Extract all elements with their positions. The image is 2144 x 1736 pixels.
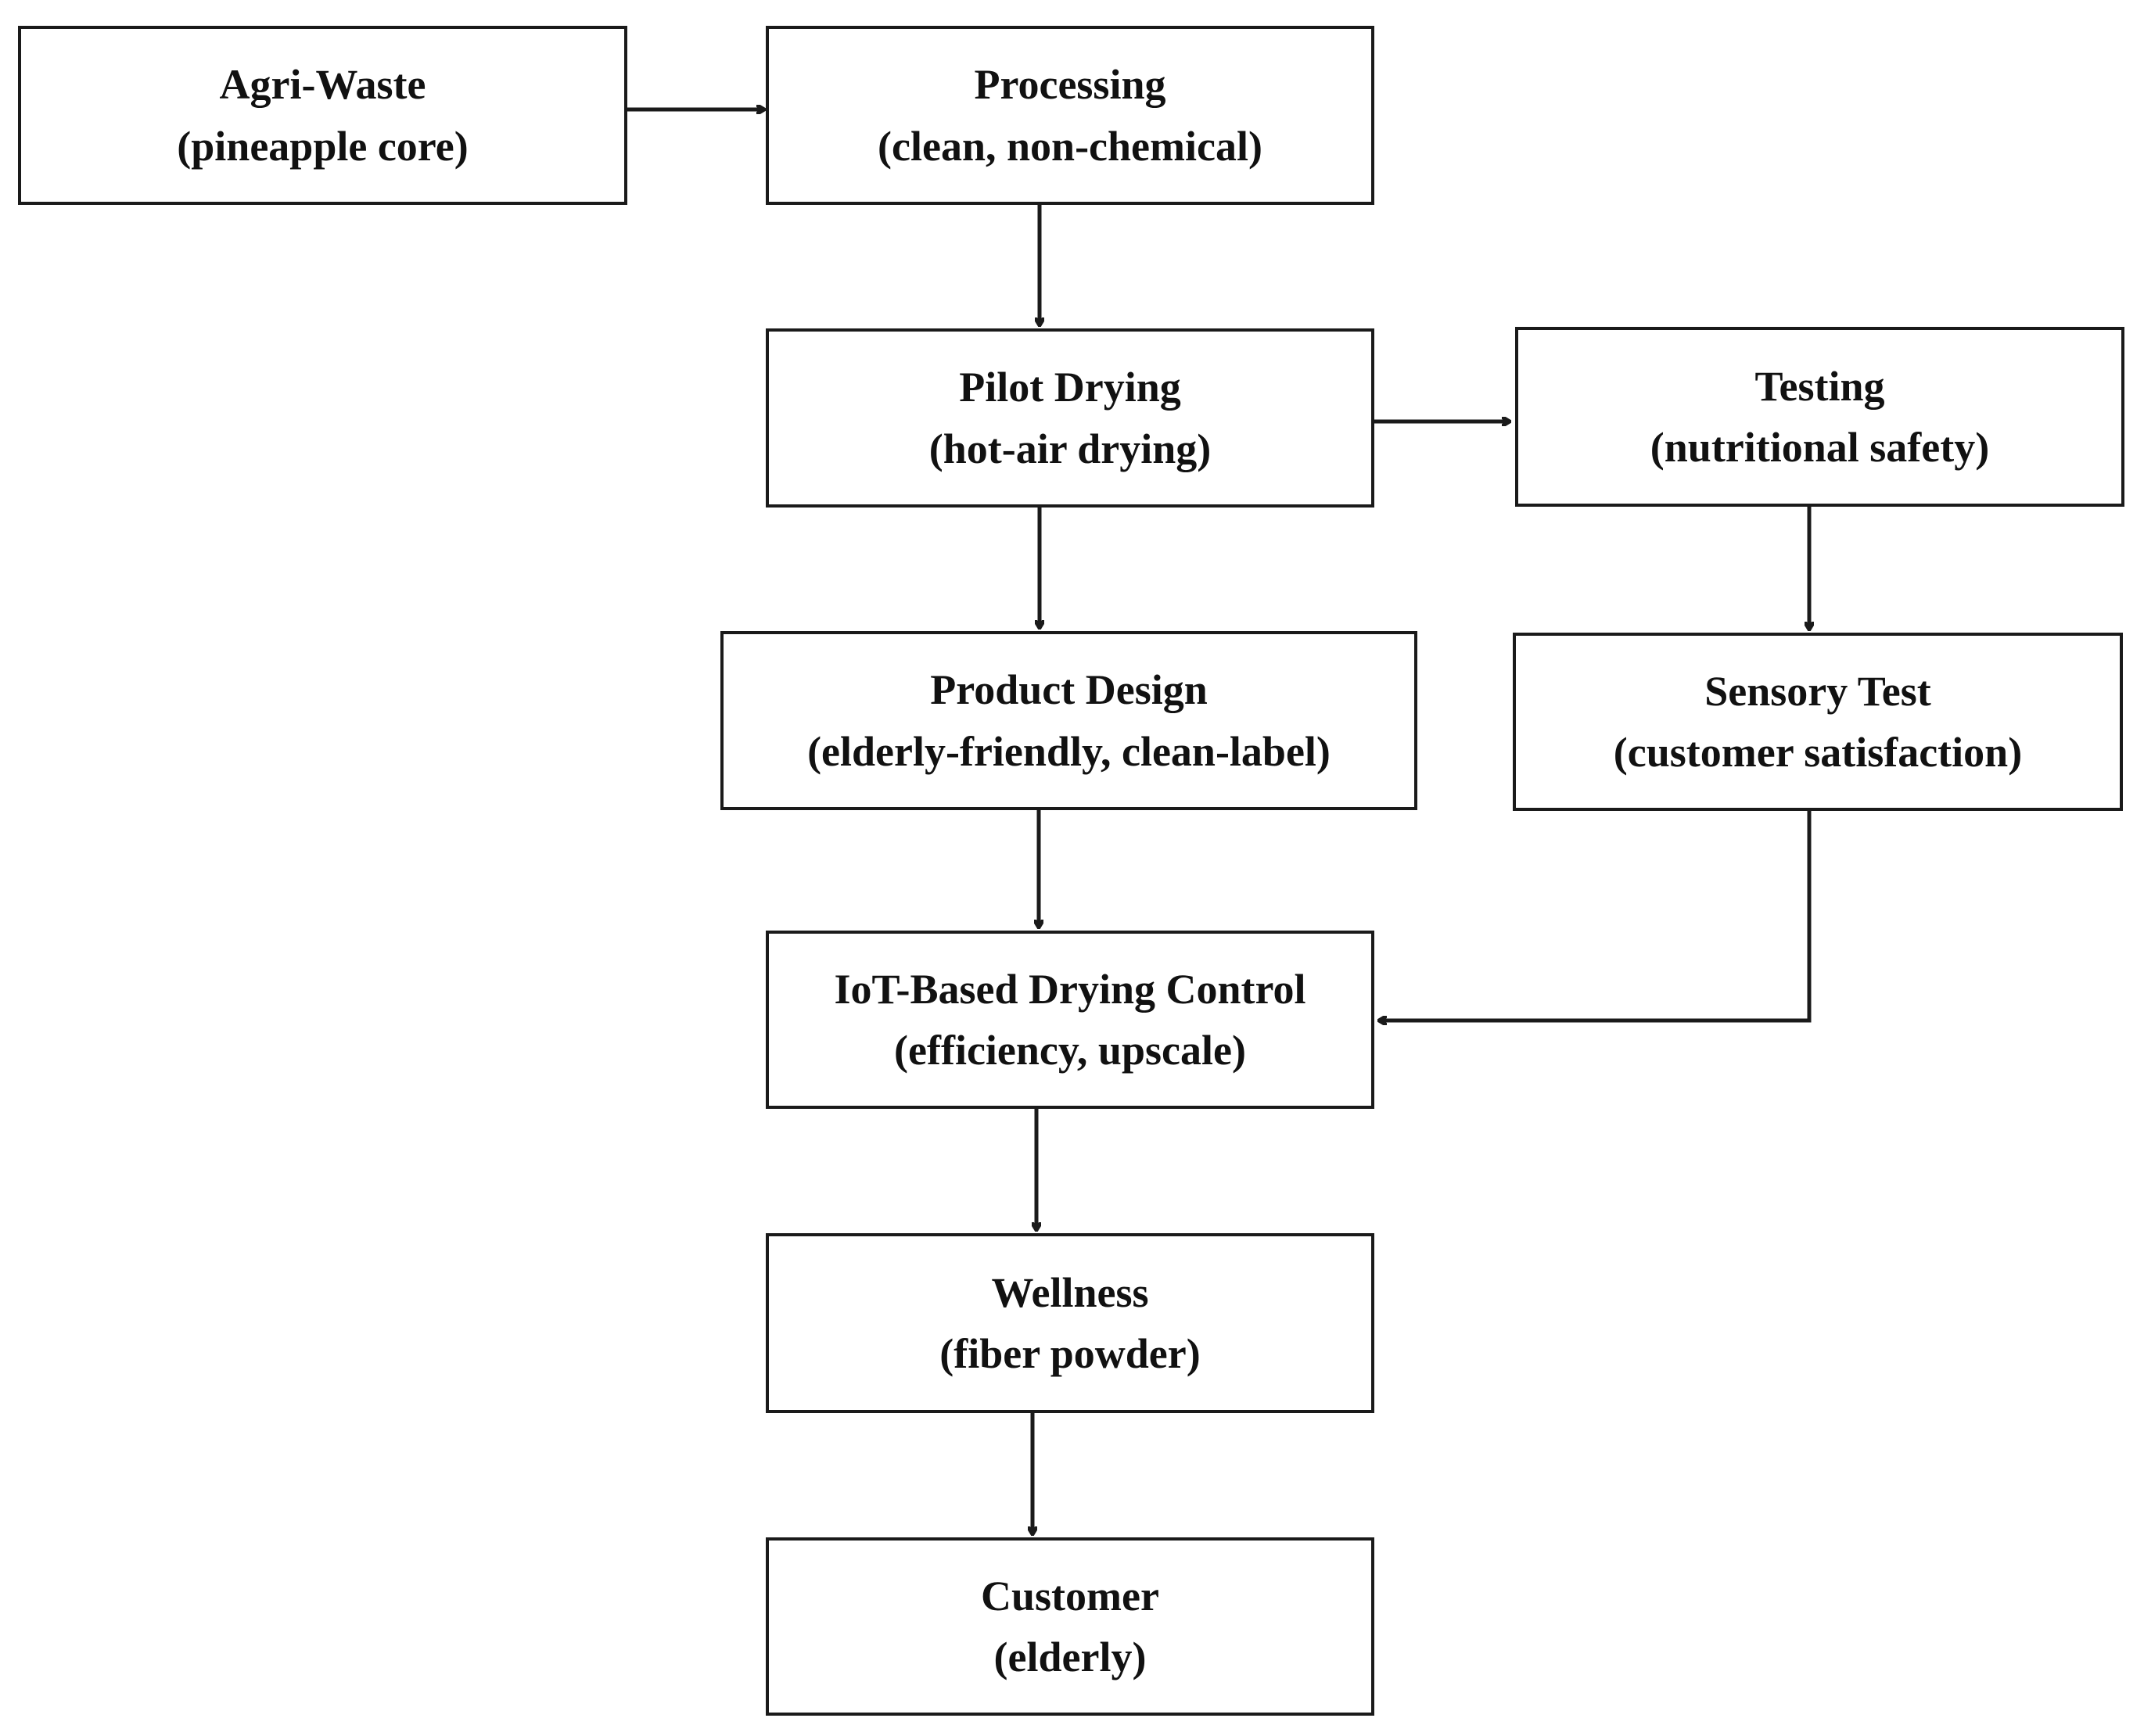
node-iot-control: IoT-Based Drying Control (efficiency, up… xyxy=(766,931,1374,1109)
node-agri-waste: Agri-Waste (pineapple core) xyxy=(18,26,627,205)
node-title: Pilot Drying xyxy=(959,364,1181,411)
node-title: IoT-Based Drying Control xyxy=(834,965,1306,1013)
node-title: Processing xyxy=(974,61,1166,109)
node-subtitle: (pineapple core) xyxy=(177,122,469,170)
node-processing: Processing (clean, non-chemical) xyxy=(766,26,1374,205)
node-subtitle: (fiber powder) xyxy=(939,1330,1201,1377)
node-title: Sensory Test xyxy=(1704,667,1931,715)
node-sensory-test: Sensory Test (customer satisfaction) xyxy=(1513,633,2123,811)
node-product-design: Product Design (elderly-friendly, clean-… xyxy=(720,631,1417,810)
node-title: Customer xyxy=(981,1572,1159,1619)
node-subtitle: (elderly) xyxy=(993,1634,1147,1680)
arrow-sensory-test-to-iot-control xyxy=(1379,811,1812,1020)
node-subtitle: (hot-air drying) xyxy=(928,425,1212,472)
node-subtitle: (nutritional safety) xyxy=(1650,424,1990,471)
node-testing: Testing (nutritional safety) xyxy=(1515,327,2124,507)
node-title: Testing xyxy=(1754,362,1885,410)
node-subtitle: (customer satisfaction) xyxy=(1613,729,2023,776)
node-subtitle: (efficiency, upscale) xyxy=(894,1027,1246,1074)
node-wellness: Wellness (fiber powder) xyxy=(766,1233,1374,1413)
node-subtitle: (elderly-friendly, clean-label) xyxy=(807,727,1331,775)
node-title: Product Design xyxy=(930,666,1208,714)
node-subtitle: (clean, non-chemical) xyxy=(878,122,1262,170)
node-title: Agri-Waste xyxy=(219,61,426,109)
node-customer: Customer (elderly) xyxy=(766,1537,1374,1716)
node-title: Wellness xyxy=(991,1268,1149,1316)
node-pilot-drying: Pilot Drying (hot-air drying) xyxy=(766,328,1374,508)
